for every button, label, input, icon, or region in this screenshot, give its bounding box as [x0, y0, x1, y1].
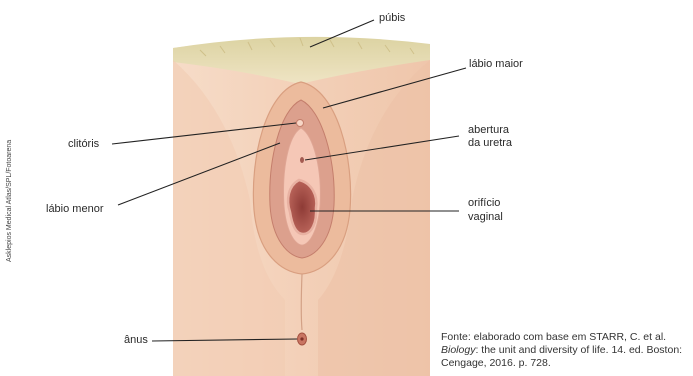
vaginal-opening — [288, 180, 316, 234]
source-italic: Biology — [441, 344, 475, 356]
label-pubis: púbis — [379, 12, 405, 25]
label-clitoris: clitóris — [68, 138, 99, 151]
label-orificio-line2: vaginal — [468, 211, 503, 224]
source-after: : the unit and diversity of life. 14. ed… — [441, 344, 682, 369]
clitoris-mark — [297, 120, 304, 127]
source-caption: Fonte: elaborado com base em STARR, C. e… — [441, 331, 691, 370]
source-before: Fonte: elaborado com base em STARR, C. e… — [441, 331, 666, 343]
label-labio-maior: lábio maior — [469, 58, 523, 71]
label-labio-menor: lábio menor — [46, 203, 103, 216]
label-abertura-line2: da uretra — [468, 137, 512, 150]
urethral-opening — [300, 157, 304, 163]
label-abertura-line1: abertura — [468, 124, 509, 137]
label-orificio-line1: orifício — [468, 197, 500, 210]
image-credit: Asklepios Medical Atlas/SPL/Fotoarena — [6, 140, 13, 262]
label-anus: ânus — [124, 334, 148, 347]
